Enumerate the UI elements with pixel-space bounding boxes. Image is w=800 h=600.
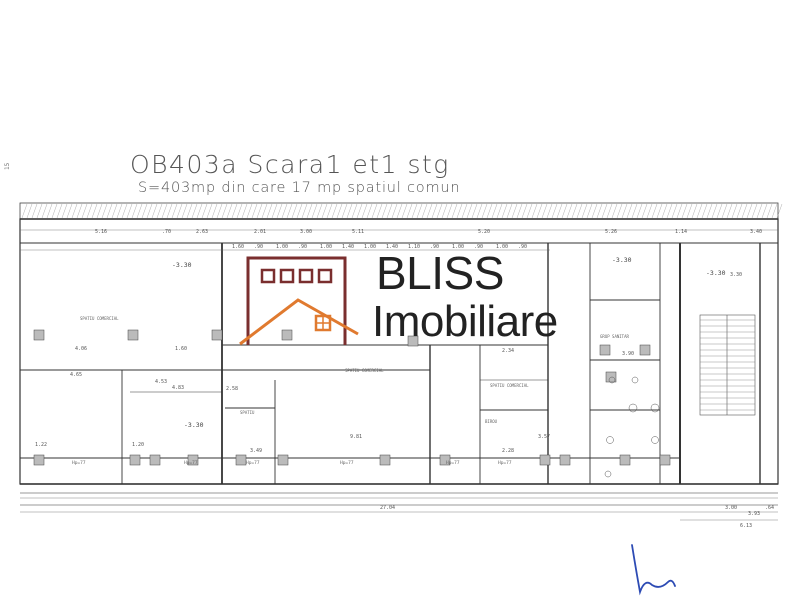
inner-dimension: 3.90 [622, 351, 634, 357]
level-mark: -3.30 [184, 421, 204, 429]
bottom-dimension: 3.00 [725, 505, 737, 511]
height-label: Hp=77 [184, 460, 198, 466]
column [149, 454, 161, 466]
column [407, 335, 419, 347]
sanitary-fixtures [604, 376, 660, 478]
row-dimension: .90 [254, 244, 263, 250]
height-label: Hp=77 [446, 460, 460, 466]
top-dimension: 3.40 [750, 229, 762, 235]
row-dimension: 1.10 [408, 244, 420, 250]
column [639, 344, 651, 356]
inner-dimension: 2.58 [226, 386, 238, 392]
column [187, 454, 199, 466]
height-label: Hp=77 [340, 460, 354, 466]
column [439, 454, 451, 466]
top-dimension: 2.63 [196, 229, 208, 235]
room-label: SPATIU COMERCIAL [490, 383, 529, 388]
room-label: SPATIU COMERCIAL [80, 316, 119, 321]
row-dimension: 1.00 [452, 244, 464, 250]
top-dimension: 1.14 [675, 229, 687, 235]
top-dimension: 2.01 [254, 229, 266, 235]
row-dimension: 1.00 [320, 244, 332, 250]
column [559, 454, 571, 466]
bottom-dimension: 6.13 [740, 523, 752, 529]
column [619, 454, 631, 466]
logo-text-imobiliare: Imobiliare [372, 297, 558, 346]
level-mark: -3.30 [612, 256, 632, 264]
top-dimension: 5.20 [478, 229, 490, 235]
level-mark: -3.30 [172, 261, 192, 269]
inner-dimension: 1.60 [175, 346, 187, 352]
inner-dimension: 4.53 [155, 379, 167, 385]
height-label: Hp=77 [246, 460, 260, 466]
row-dimension: .90 [430, 244, 439, 250]
row-dimension: 1.40 [386, 244, 398, 250]
top-dimension: 3.00 [300, 229, 312, 235]
height-label: Hp=77 [72, 460, 86, 466]
row-dimension: 1.00 [364, 244, 376, 250]
inner-dimension: 4.65 [70, 372, 82, 378]
inner-dimension: 2.34 [502, 348, 514, 354]
column [281, 329, 293, 341]
room-label: BIROU [485, 419, 498, 424]
inner-dimension: 3.30 [730, 272, 742, 278]
inner-dimension: 4.06 [75, 346, 87, 352]
column [379, 454, 391, 466]
building-outline [19, 218, 779, 506]
column [127, 329, 139, 341]
column [659, 454, 671, 466]
row-dimension: 1.40 [342, 244, 354, 250]
row-dimension: .90 [518, 244, 527, 250]
column [33, 454, 45, 466]
level-mark: -3.30 [706, 269, 726, 277]
column [235, 454, 247, 466]
room-label: GRUP SANITAR [600, 334, 629, 339]
top-dimension: 5.11 [352, 229, 364, 235]
top-dimension: .70 [162, 229, 171, 235]
column [599, 344, 611, 356]
inner-dimension: 9.81 [350, 434, 362, 440]
bottom-dimension: .64 [765, 505, 774, 511]
logo-text-bliss: BLISS [376, 247, 504, 299]
row-dimension: 1.00 [276, 244, 288, 250]
inner-dimension: 1.20 [132, 442, 144, 448]
inner-dimension: 2.28 [502, 448, 514, 454]
row-dimension: .90 [474, 244, 483, 250]
row-dimension: 1.60 [232, 244, 244, 250]
plan-subtitle: S=403mp din care 17 mp spatiul comun [138, 180, 461, 196]
room-label: SPATIU COMERCIAL [345, 368, 384, 373]
bottom-dimension: 27.04 [380, 505, 395, 511]
column [129, 454, 141, 466]
staircase [699, 314, 756, 416]
inner-dimension: 4.83 [172, 385, 184, 391]
column [211, 329, 223, 341]
bottom-dimension: 3.93 [748, 511, 760, 517]
signature [631, 544, 676, 596]
bliss-logo-icon [239, 256, 359, 346]
inner-dimension: 1.22 [35, 442, 47, 448]
top-dimension: 5.16 [95, 229, 107, 235]
room-label: SPATIU [240, 410, 255, 415]
height-label: Hp=77 [498, 460, 512, 466]
top-dimension: 5.26 [605, 229, 617, 235]
row-dimension: .90 [298, 244, 307, 250]
plan-title: OB403a Scara1 et1 stg [130, 150, 450, 179]
column [539, 454, 551, 466]
inner-dimension: 3.57 [538, 434, 550, 440]
inner-dimension: 3.49 [250, 448, 262, 454]
column [33, 329, 45, 341]
row-dimension: 1.00 [496, 244, 508, 250]
column [277, 454, 289, 466]
